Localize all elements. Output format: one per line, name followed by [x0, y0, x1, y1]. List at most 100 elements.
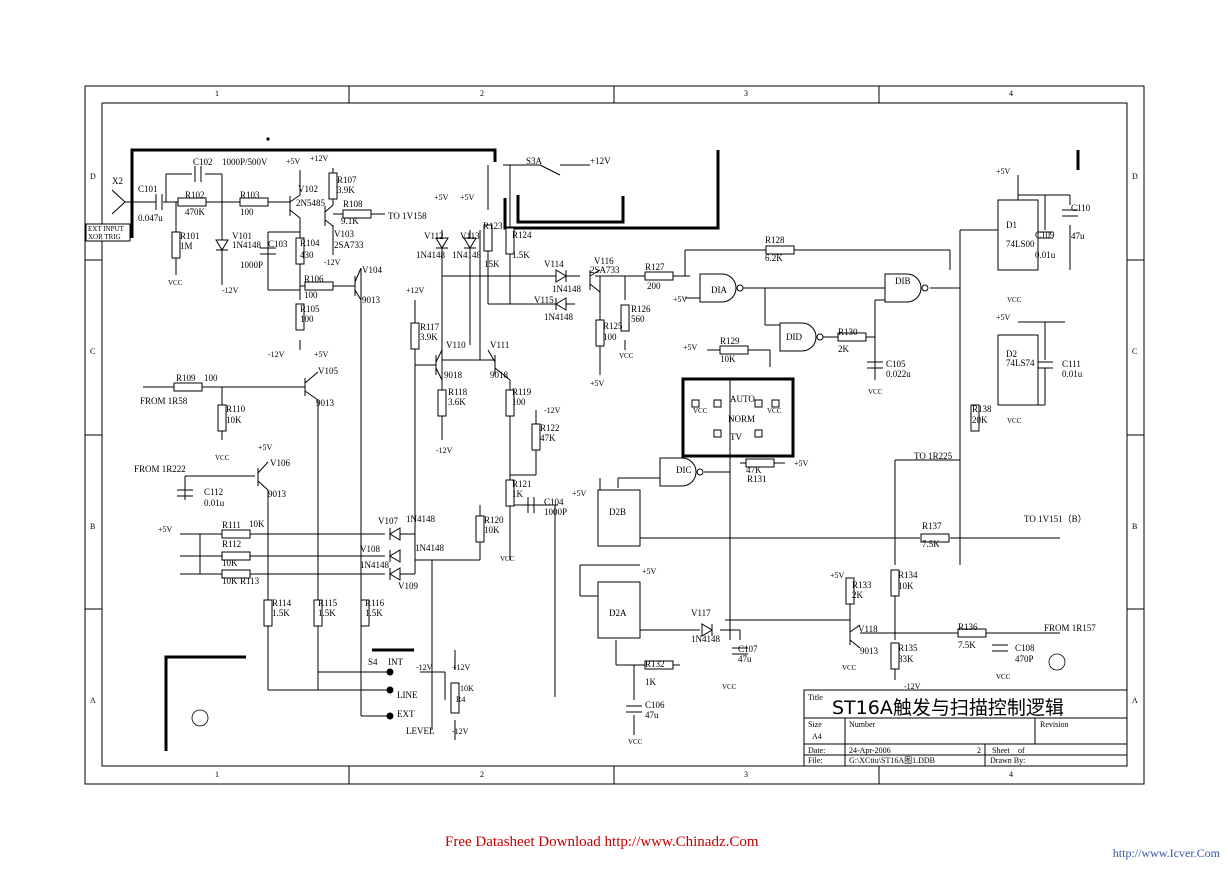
flipflop-d2b — [597, 489, 641, 547]
r112-label: R112 — [222, 539, 241, 549]
resistor-r116 — [360, 599, 370, 627]
s4-line-label: LINE — [397, 690, 418, 700]
footer-right-link[interactable]: http://www.Icver.Com — [1112, 846, 1220, 860]
r125-value: 100 — [603, 332, 617, 342]
component-labels: X2 C101 0.047u C102 1000P/500V R102 470K… — [112, 137, 1096, 746]
zone-col-label: 4 — [1009, 89, 1013, 98]
vcc-label: VCC — [500, 555, 515, 563]
switch-contact — [754, 399, 763, 408]
mode-tv-label: TV — [730, 432, 742, 442]
r119-value: 100 — [512, 397, 526, 407]
vcc-label: VCC — [868, 388, 883, 396]
r121-label: R121 — [512, 479, 532, 489]
r124-value: 1.5K — [512, 250, 530, 260]
r107-label: R107 — [337, 175, 357, 185]
v114-value: 1N4148 — [552, 284, 581, 294]
resistor-r111 — [221, 529, 251, 539]
supply-label: +5V — [286, 157, 301, 166]
supply-label: +12V — [406, 286, 425, 295]
switch-contact — [713, 399, 722, 408]
s4-label: S4 — [368, 657, 378, 667]
v104-value: 9013 — [362, 295, 381, 305]
to-1v158-label: TO 1V158 — [388, 211, 427, 221]
r123-label: R123 — [483, 221, 503, 231]
v116-label: V116 — [594, 256, 614, 266]
supply-label: +5V — [460, 193, 475, 202]
capacitor-c106 — [626, 705, 642, 713]
dot-mark — [266, 137, 270, 141]
r109-label: R109 — [176, 373, 196, 383]
v109-label: V109 — [398, 581, 418, 591]
r101-value: 1M — [180, 241, 193, 251]
r108-value: 9.1K — [341, 216, 359, 226]
c106-value: 47u — [645, 710, 659, 720]
r120-label: R120 — [484, 515, 504, 525]
resistor-r104 — [295, 237, 305, 265]
resistor-r128 — [765, 245, 795, 255]
capacitor-c104 — [527, 497, 535, 513]
xor-trig-label: XOR TRIG — [88, 233, 121, 241]
footer-link[interactable]: Free Datasheet Download http://www.China… — [445, 834, 759, 850]
r105-label: R105 — [300, 304, 320, 314]
from-1r157-label: FROM 1R157 — [1044, 623, 1096, 633]
v109-value: 1N4148 — [360, 560, 389, 570]
r138-value: 20K — [972, 415, 988, 425]
supply-label: -12V — [324, 258, 341, 267]
gate-dic-bubble — [696, 468, 704, 476]
supply-label: +12V — [310, 154, 329, 163]
resistor-r108 — [342, 209, 372, 219]
resistor-r131 — [745, 458, 775, 468]
r132-value: 1K — [645, 677, 657, 687]
capacitor-c101 — [155, 194, 163, 210]
flipflop-d2a — [597, 581, 641, 639]
r111-label: R111 — [222, 520, 241, 530]
r117-label: R117 — [420, 322, 440, 332]
r128-label: R128 — [765, 235, 785, 245]
switch-contact — [754, 429, 763, 438]
c102-value: 1000P/500V — [222, 157, 268, 167]
r127-label: R127 — [645, 262, 665, 272]
supply-label: +5V — [572, 489, 587, 498]
supply-label: -12V — [268, 350, 285, 359]
switch-contact — [771, 399, 780, 408]
diode-v113 — [463, 237, 477, 249]
capacitor-c102 — [194, 166, 202, 182]
r4-value: 10K — [460, 684, 474, 693]
supply-label: +5V — [683, 343, 698, 352]
callout-circle — [1048, 653, 1066, 671]
s3a-label: S3A — [526, 156, 543, 166]
resistor-r110 — [217, 404, 227, 432]
supply-label: +5V — [794, 459, 809, 468]
resistor-r112 — [221, 551, 251, 561]
r110-label: R110 — [226, 404, 246, 414]
r121-value: 1K — [512, 489, 524, 499]
switch-s4-int — [386, 668, 394, 676]
zone-col-label: 2 — [480, 770, 484, 779]
gate-dic-label: DIC — [676, 465, 692, 475]
r118-label: R118 — [448, 387, 468, 397]
zone-col-label: 3 — [744, 770, 748, 779]
c102-label: C102 — [193, 157, 213, 167]
s4-ext-label: EXT — [397, 709, 415, 719]
c112-label: C112 — [204, 487, 223, 497]
resistor-r117 — [410, 322, 420, 350]
c106-label: C106 — [645, 700, 665, 710]
r135-value: 33K — [898, 654, 914, 664]
v107-label: V107 — [378, 516, 398, 526]
r119-label: R119 — [512, 387, 532, 397]
r103-value: 100 — [240, 207, 254, 217]
v101-label: V101 — [232, 231, 252, 241]
supply-label: -12V — [904, 682, 921, 691]
file-value: G:\XCtiu\ST16A图1.DDB — [849, 756, 935, 765]
vcc-label: VCC — [842, 664, 857, 672]
supply-label: -12V — [416, 663, 433, 672]
zone-col-label: 2 — [480, 89, 484, 98]
gate-dia — [699, 273, 737, 303]
vcc-label: VCC — [767, 407, 782, 415]
r106-label: R106 — [304, 274, 324, 284]
capacitor-c103 — [260, 247, 276, 255]
r104-value: 430 — [300, 250, 314, 260]
transistor-v104 — [354, 267, 362, 301]
v106-label: V106 — [270, 458, 290, 468]
